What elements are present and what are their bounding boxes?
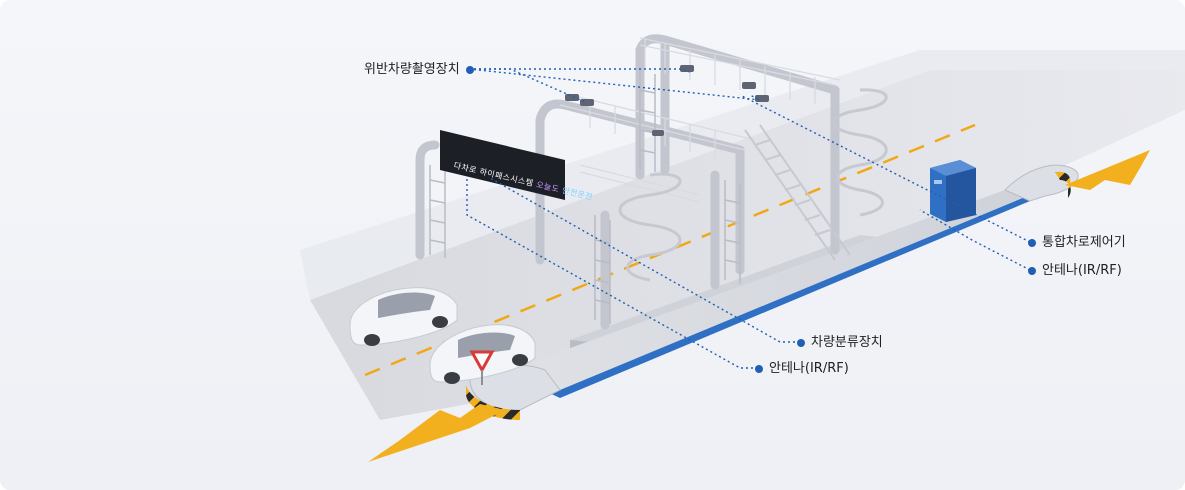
callout-lane-controller: 통합차로제어기: [1028, 236, 1126, 249]
callout-antenna-right: 안테나(IR/RF): [1028, 264, 1122, 277]
violation-cameras: [565, 65, 769, 136]
callout-antenna-bottom: 안테나(IR/RF): [755, 362, 849, 375]
callout-violation-camera: 위반차량촬영장치: [364, 63, 474, 76]
lane-controller-cabinet: [930, 160, 976, 222]
lane-island-blue-edge: [560, 195, 1030, 398]
gantry-rails: [559, 37, 841, 203]
callout-vehicle-classifier: 차량분류장치: [797, 336, 883, 349]
callout-dot-icon: [755, 364, 763, 373]
callout-leader-lines: [466, 68, 1031, 369]
callout-dot-icon: [465, 65, 474, 74]
vms-sign-board: [440, 130, 565, 200]
island-end-left-hazard: [466, 385, 520, 420]
lane-island-strip: [510, 190, 1030, 390]
yield-sign: [469, 350, 495, 385]
stair-ramp: [744, 124, 851, 261]
road-surface: [310, 70, 1185, 420]
car-rear: [349, 287, 458, 346]
callout-dot-icon: [1028, 238, 1036, 247]
callout-label: 차량분류장치: [811, 335, 883, 350]
island-end-right-hazard: [1055, 171, 1071, 198]
yellow-arrow-right: [1065, 150, 1150, 190]
callout-label: 안테나(IR/RF): [1042, 263, 1122, 278]
spiral-staircases: [618, 88, 888, 282]
ladders: [429, 70, 741, 324]
yellow-arrow-left: [368, 404, 505, 462]
callout-dot-icon: [797, 338, 805, 347]
callout-label: 위반차량촬영장치: [364, 62, 460, 77]
callout-label: 안테나(IR/RF): [769, 361, 849, 376]
callout-dot-icon: [1028, 266, 1036, 275]
callout-label: 통합차로제어기: [1042, 235, 1126, 250]
